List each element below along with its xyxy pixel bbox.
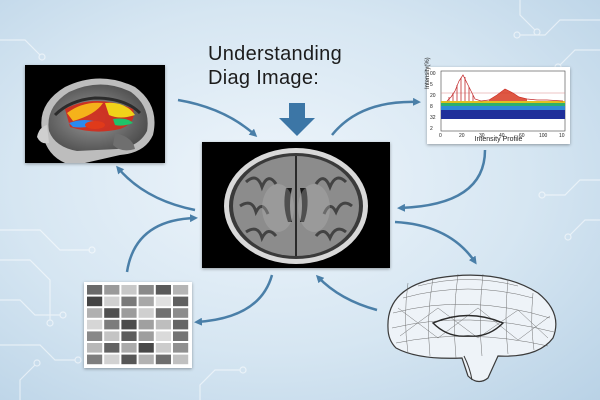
matrix-cell <box>121 308 137 318</box>
arrow-mesh-to-mri <box>315 274 378 312</box>
matrix-cell <box>87 285 103 295</box>
matrix-cell <box>138 354 154 365</box>
matrix-cell <box>173 319 189 330</box>
intensity-profile-panel: 00 5 20 8 32 2 0 20 30 40 60 100 10 Intensity(%) In… <box>425 57 570 144</box>
profile-x-tick: 0 <box>439 133 442 139</box>
matrix-cell <box>173 285 189 295</box>
matrix-cell <box>104 296 120 307</box>
matrix-cell <box>138 319 154 330</box>
profile-x-tick: 100 <box>539 133 548 139</box>
arrow-fmri-to-mri <box>177 98 258 138</box>
matrix-cell <box>138 331 154 341</box>
axial-mri-image <box>202 142 390 268</box>
matrix-cell <box>173 331 189 341</box>
title-line-1: Understanding <box>208 43 342 65</box>
matrix-cell <box>121 354 137 365</box>
matrix-cell <box>121 343 137 353</box>
arrow-matrix-to-mri <box>125 214 198 273</box>
matrix-cell <box>104 319 120 330</box>
matrix-cell <box>87 343 103 353</box>
matrix-cell <box>104 308 120 318</box>
profile-x-tick: 10 <box>559 133 565 139</box>
matrix-cell <box>138 296 154 307</box>
matrix-cell <box>155 343 171 353</box>
matrix-cell <box>121 285 137 295</box>
fmri-sagittal-graphic <box>37 78 155 163</box>
matrix-cell <box>104 331 120 341</box>
profile-x-tick: 40 <box>499 133 505 139</box>
matrix-cell <box>138 343 154 353</box>
down-arrow-icon <box>279 103 315 136</box>
grayscale-matrix-grid <box>87 285 189 365</box>
arrow-profile-to-mri <box>397 149 487 212</box>
matrix-cell <box>173 296 189 307</box>
arrow-mri-to-mesh <box>394 220 477 265</box>
matrix-cell <box>121 296 137 307</box>
profile-y-tick: 2 <box>430 126 433 132</box>
intensity-profile-chart: 00 5 20 8 32 2 0 20 30 40 60 100 10 <box>430 70 566 139</box>
matrix-cell <box>104 343 120 353</box>
title-line-2: Diag Image: <box>208 67 320 89</box>
profile-x-tick: 30 <box>479 133 485 139</box>
grayscale-matrix-panel <box>84 282 192 368</box>
wireframe-brain-mesh <box>387 273 557 383</box>
matrix-cell <box>173 343 189 353</box>
matrix-cell <box>121 319 137 330</box>
matrix-cell <box>87 296 103 307</box>
matrix-cell <box>155 308 171 318</box>
matrix-cell <box>121 331 137 341</box>
profile-y-ticks: 00 5 20 8 32 2 <box>430 71 436 132</box>
matrix-cell <box>155 354 171 365</box>
profile-y-tick: 8 <box>430 104 433 110</box>
matrix-cell <box>87 354 103 365</box>
matrix-cell <box>87 308 103 318</box>
matrix-cell <box>155 319 171 330</box>
matrix-cell <box>138 285 154 295</box>
matrix-cell <box>104 285 120 295</box>
profile-x-tick: 20 <box>459 133 465 139</box>
matrix-cell <box>155 296 171 307</box>
diagram-title: Understanding Diag Image: <box>208 42 408 90</box>
matrix-cell <box>138 308 154 318</box>
matrix-cell <box>87 319 103 330</box>
profile-y-tick: 32 <box>430 115 436 121</box>
matrix-cell <box>104 354 120 365</box>
matrix-cell <box>155 331 171 341</box>
profile-x-ticks: 0 20 30 40 60 100 10 <box>439 133 565 139</box>
profile-y-label: Intensity(%) <box>425 57 431 89</box>
profile-x-tick: 60 <box>519 133 525 139</box>
matrix-cell <box>155 285 171 295</box>
axial-mri-graphic <box>224 148 368 264</box>
profile-x-label: Intensity Profile <box>474 136 523 143</box>
arrow-mri-to-fmri <box>116 165 196 212</box>
fmri-sagittal-image <box>25 65 165 163</box>
matrix-cell <box>87 331 103 341</box>
profile-y-tick: 5 <box>430 82 433 88</box>
matrix-cell <box>173 354 189 365</box>
matrix-cell <box>173 308 189 318</box>
arrow-mri-to-matrix <box>194 274 274 326</box>
profile-y-tick: 20 <box>430 93 436 99</box>
arrow-mri-to-profile <box>331 97 421 136</box>
profile-y-tick: 00 <box>430 71 436 77</box>
